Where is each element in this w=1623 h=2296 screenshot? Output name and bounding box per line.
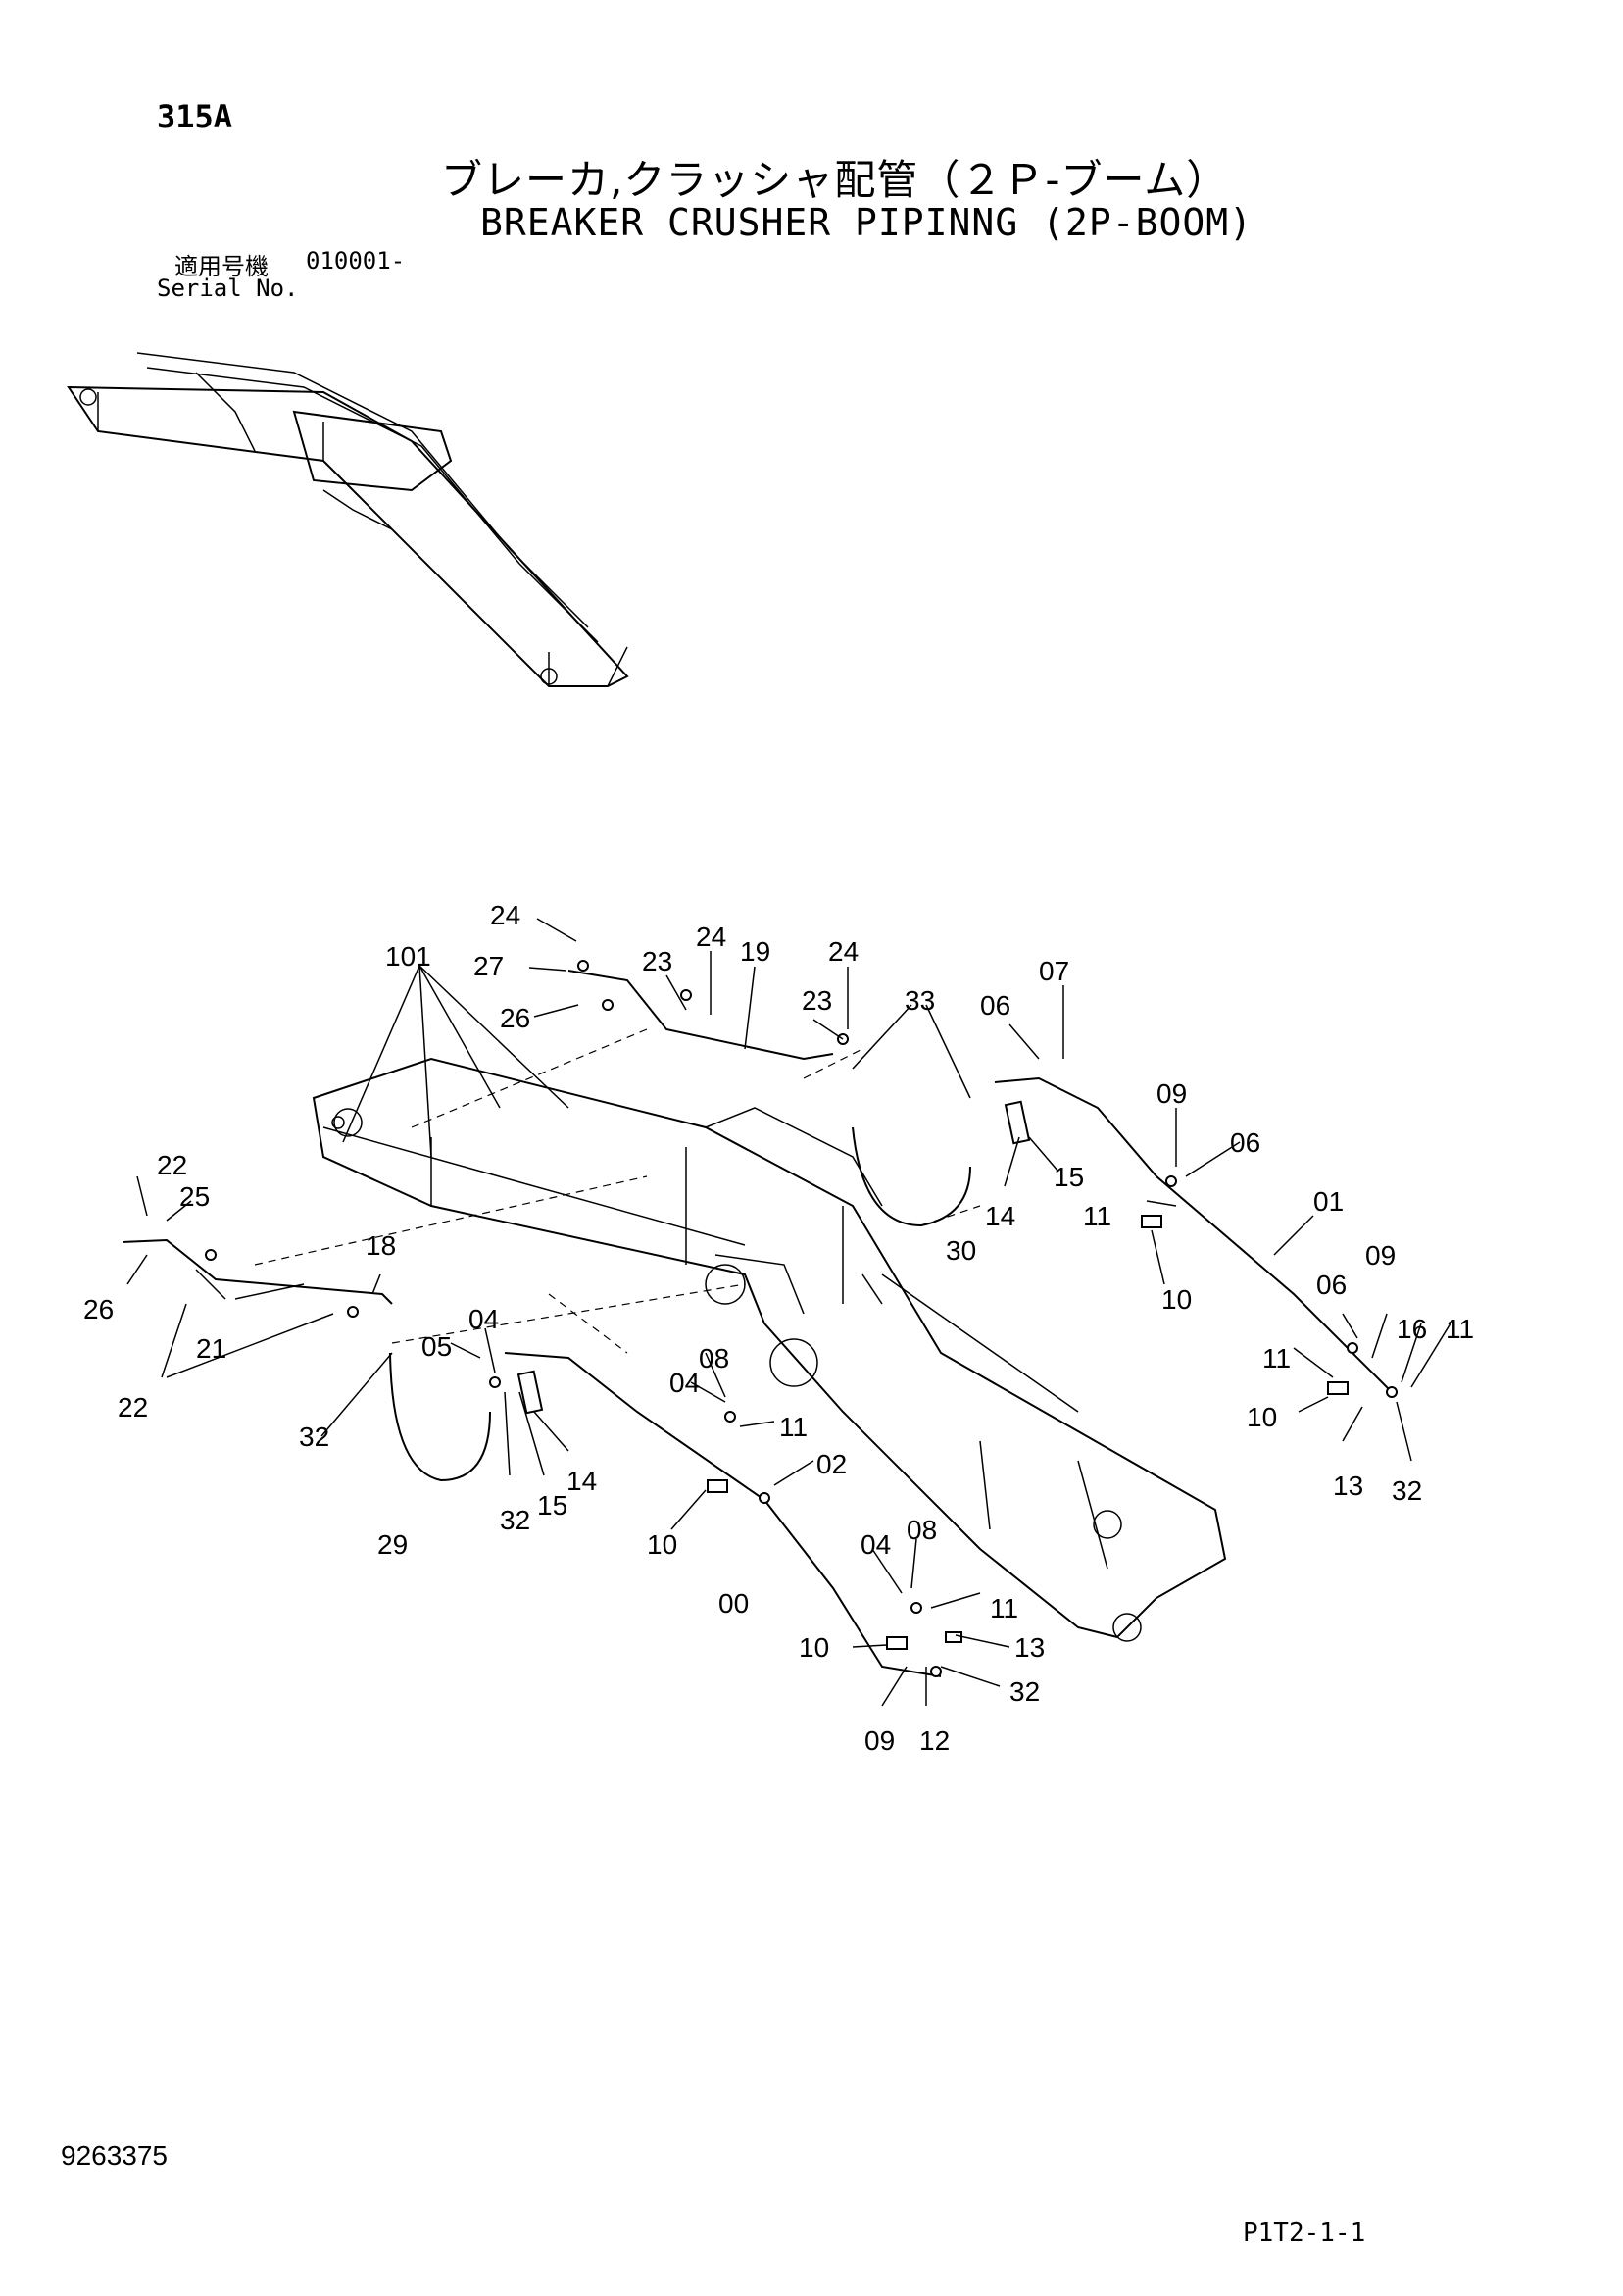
pipe-00	[504, 1352, 942, 1677]
callout-24: 24	[828, 936, 859, 967]
callout-32: 32	[1392, 1475, 1422, 1506]
callout-08: 08	[699, 1343, 729, 1373]
callout-14: 14	[566, 1466, 597, 1496]
boom-structure	[312, 1057, 1227, 1642]
callout-13: 13	[1014, 1632, 1045, 1663]
serial-label-japanese: 適用号機	[174, 253, 269, 280]
callout-09: 09	[1365, 1240, 1396, 1271]
callout-25: 25	[179, 1181, 210, 1212]
callout-08: 08	[907, 1515, 937, 1545]
callout-11: 11	[1446, 1314, 1474, 1344]
callout-22: 22	[157, 1150, 187, 1180]
hose-30	[852, 1126, 971, 1227]
callout-19: 19	[740, 936, 770, 967]
callout-10: 10	[799, 1632, 829, 1663]
callout-01: 01	[1313, 1186, 1344, 1217]
callout-12: 12	[919, 1725, 950, 1756]
callout-leaders	[126, 918, 1451, 1707]
callout-18: 18	[366, 1230, 396, 1261]
callout-23: 23	[802, 985, 832, 1016]
callout-27: 27	[473, 951, 504, 981]
title-japanese: ブレーカ,クラッシャ配管（２Ｐ-ブーム）	[441, 156, 1229, 204]
callout-09: 09	[1156, 1078, 1187, 1109]
callout-101: 101	[385, 941, 431, 972]
callout-26: 26	[83, 1294, 114, 1324]
document-number: 9263375	[61, 2140, 169, 2171]
callout-32: 32	[299, 1422, 329, 1452]
pipe-01	[994, 1076, 1393, 1393]
callout-11: 11	[1083, 1201, 1111, 1231]
callout-30: 30	[946, 1235, 976, 1266]
callout-33: 33	[905, 985, 935, 1016]
callout-15: 15	[1054, 1162, 1084, 1192]
hose-29	[389, 1352, 491, 1482]
callout-11: 11	[779, 1412, 808, 1442]
page-code: 315A	[157, 98, 233, 135]
callout-24: 24	[696, 922, 726, 952]
callout-32: 32	[1009, 1676, 1040, 1707]
callout-10: 10	[647, 1529, 677, 1560]
callout-32: 32	[500, 1505, 530, 1535]
callout-07: 07	[1039, 956, 1069, 986]
callout-11: 11	[990, 1593, 1018, 1623]
callout-26: 26	[500, 1003, 530, 1033]
inset-boom-thumbnail	[67, 352, 629, 687]
callout-06: 06	[1316, 1270, 1347, 1300]
callout-16: 16	[1397, 1314, 1427, 1344]
pipes	[122, 970, 1393, 1677]
callout-02: 02	[816, 1449, 847, 1479]
callout-09: 09	[864, 1725, 895, 1756]
callout-10: 10	[1161, 1284, 1192, 1315]
serial-value: 010001-	[306, 247, 406, 275]
pipe-18	[122, 1238, 393, 1305]
callout-29: 29	[377, 1529, 408, 1560]
serial-label-english: Serial No.	[157, 275, 299, 302]
callout-06: 06	[980, 990, 1010, 1021]
callout-23: 23	[642, 946, 672, 976]
pipe-19	[567, 970, 834, 1061]
callout-00: 00	[718, 1588, 749, 1619]
callout-22: 22	[118, 1392, 148, 1423]
title-english: BREAKER CRUSHER PIPINNG (2P-BOOM)	[480, 201, 1253, 244]
callout-04: 04	[468, 1304, 499, 1334]
hardware	[205, 960, 1398, 1677]
callout-06: 06	[1230, 1127, 1260, 1158]
callout-04: 04	[669, 1368, 700, 1398]
callout-24: 24	[490, 900, 520, 930]
callout-10: 10	[1247, 1402, 1277, 1432]
callout-15: 15	[537, 1490, 567, 1521]
callout-11: 11	[1262, 1343, 1291, 1373]
callout-14: 14	[985, 1201, 1015, 1231]
callout-05: 05	[421, 1331, 452, 1362]
callout-13: 13	[1333, 1471, 1363, 1501]
callout-21: 21	[196, 1333, 226, 1364]
page-reference: P1T2-1-1	[1243, 2219, 1366, 2248]
dashed-leaders	[254, 1028, 981, 1354]
callout-04: 04	[861, 1529, 891, 1560]
